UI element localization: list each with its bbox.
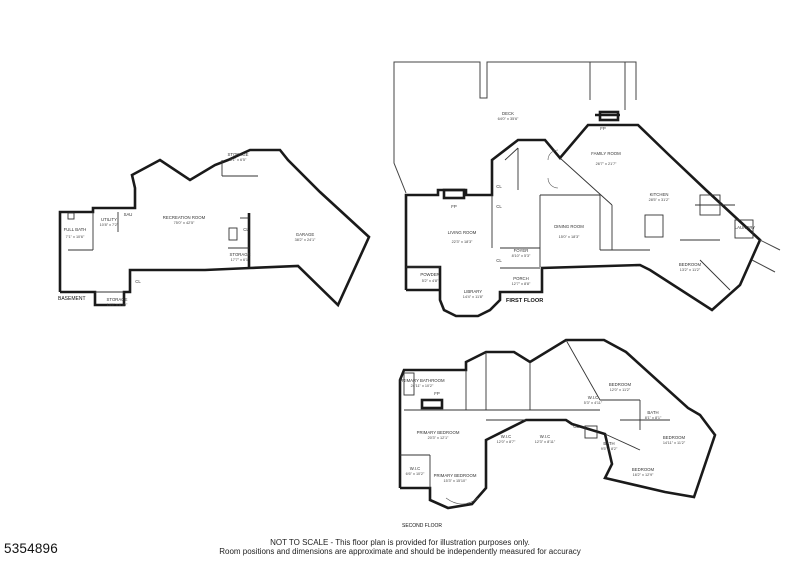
bedroom-c-dims: 16'2" x 12'9" — [633, 473, 654, 477]
recreation-room-label: RECREATION ROOM — [163, 215, 206, 220]
living-fp-mark: FP — [451, 204, 457, 209]
second-cl-mark: CL — [573, 424, 579, 429]
storage-top-label: STORAGE — [228, 152, 249, 157]
family-room-dims: 26'7" x 21'7" — [596, 162, 617, 166]
primary-bedroom-b-dims: 15'3" x 15'10" — [444, 479, 468, 483]
first-cl-mark-2: CL — [496, 204, 502, 209]
second-fp-mark: FP — [434, 391, 440, 396]
first-cl-mark-1: CL — [496, 184, 502, 189]
kitchen-dims: 28'5" x 31'2" — [649, 198, 670, 202]
storage-bottom-label: STORAGE — [107, 297, 128, 302]
bedroom-b-dims: 14'11" x 11'2" — [663, 441, 686, 445]
utility-dims: 10'8" x 7'2" — [100, 223, 119, 227]
primary-bath-label: PRIMARY BATHROOM — [399, 378, 445, 383]
bath-3-label: BATH — [647, 410, 658, 415]
full-bath-dims: 7'1" x 10'6" — [66, 235, 85, 239]
foyer-label: FOYER — [514, 248, 529, 253]
first-cl-mark-3: CL — [496, 258, 502, 263]
bath-2-label: BATH — [603, 441, 614, 446]
powder-label: POWDER — [420, 272, 439, 277]
basement-cl-mark-2: CL — [243, 227, 249, 232]
first-floor-plan — [393, 61, 781, 318]
library-label: LIBRARY — [464, 289, 482, 294]
wic-3-dims: 12'3" x 8'11" — [535, 440, 556, 444]
bedroom-first-dims: 13'2" x 11'2" — [680, 268, 701, 272]
dining-room-label: DINING ROOM — [554, 224, 584, 229]
kitchen-label: KITCHEN — [650, 192, 669, 197]
disclaimer-line-1: NOT TO SCALE - This floor plan is provid… — [270, 538, 530, 547]
wic-1-label: W.I.C — [410, 466, 421, 471]
bedroom-a-label: BEDROOM — [609, 382, 632, 387]
first-floor-label: FIRST FLOOR — [506, 298, 543, 304]
basement-floor-label: BASEMENT — [58, 296, 86, 302]
storage-mid-dims: 17'7" x 6'1" — [231, 258, 250, 262]
utility-label: UTILITY — [101, 217, 117, 222]
foyer-dims: 8'10" x 5'3" — [512, 254, 531, 258]
primary-bath-dims: 24'11" x 10'2" — [411, 384, 434, 388]
wic-4-dims: 5'3" x 4'11" — [584, 401, 603, 405]
laundry-label: LAUNDRY — [735, 225, 756, 230]
powder-dims: 5'2" x 4'8" — [422, 279, 439, 283]
sau-label: SAU — [124, 212, 133, 217]
library-dims: 14'4" x 11'8" — [463, 295, 484, 299]
primary-bedroom-b-label: PRIMARY BEDROOM — [434, 473, 477, 478]
garage-label: GARAGE — [296, 232, 315, 237]
primary-bedroom-a-label: PRIMARY BEDROOM — [417, 430, 460, 435]
deck-dims: 64'0" x 35'6" — [498, 117, 519, 121]
recreation-room-dims: 75'0" x 42'5" — [174, 221, 195, 225]
second-floor-plan — [398, 338, 717, 510]
second-floor-label: SECOND FLOOR — [402, 523, 442, 529]
primary-bedroom-a-dims: 20'3" x 12'1" — [428, 436, 449, 440]
storage-bottom-dims: 14'5" x 6'10" — [107, 303, 128, 307]
bedroom-b-label: BEDROOM — [663, 435, 686, 440]
porch-label: PORCH — [513, 276, 529, 281]
living-room-label: LIVING ROOM — [448, 230, 477, 235]
basement-plan — [58, 148, 371, 308]
family-fp-mark: FP — [600, 126, 606, 131]
family-room-label: FAMILY ROOM — [591, 151, 621, 156]
storage-top-dims: 8'1" x 6'5" — [230, 158, 247, 162]
basement-cl-mark: CL — [135, 279, 141, 284]
bath-3-dims: 8'1" x 8'1" — [645, 416, 662, 420]
wic-2-dims: 12'0" x 8'7" — [497, 440, 516, 444]
storage-mid-label: STORAGE — [230, 252, 251, 257]
wic-3-label: W.I.C — [540, 434, 551, 439]
dining-room-dims: 15'0" x 18'3" — [559, 235, 580, 239]
living-room-dims: 22'3" x 18'3" — [452, 240, 473, 244]
full-bath-label: FULL BATH — [64, 227, 87, 232]
deck-label: DECK — [502, 111, 514, 116]
bedroom-first-label: BEDROOM — [679, 262, 702, 267]
wic-2-label: W.I.C — [501, 434, 512, 439]
bedroom-a-dims: 12'0" x 11'2" — [610, 388, 631, 392]
bedroom-c-label: BEDROOM — [632, 467, 655, 472]
listing-id: 5354896 — [4, 541, 58, 556]
bath-2-dims: 9'5" x 8'2" — [601, 447, 618, 451]
wic-1-dims: 6'6" x 10'2" — [406, 472, 425, 476]
garage-dims: 38'2" x 24'1" — [295, 238, 316, 242]
porch-dims: 12'7" x 8'8" — [512, 282, 531, 286]
disclaimer-line-2: Room positions and dimensions are approx… — [219, 547, 581, 556]
wic-4-label: W.I.C — [588, 395, 599, 400]
